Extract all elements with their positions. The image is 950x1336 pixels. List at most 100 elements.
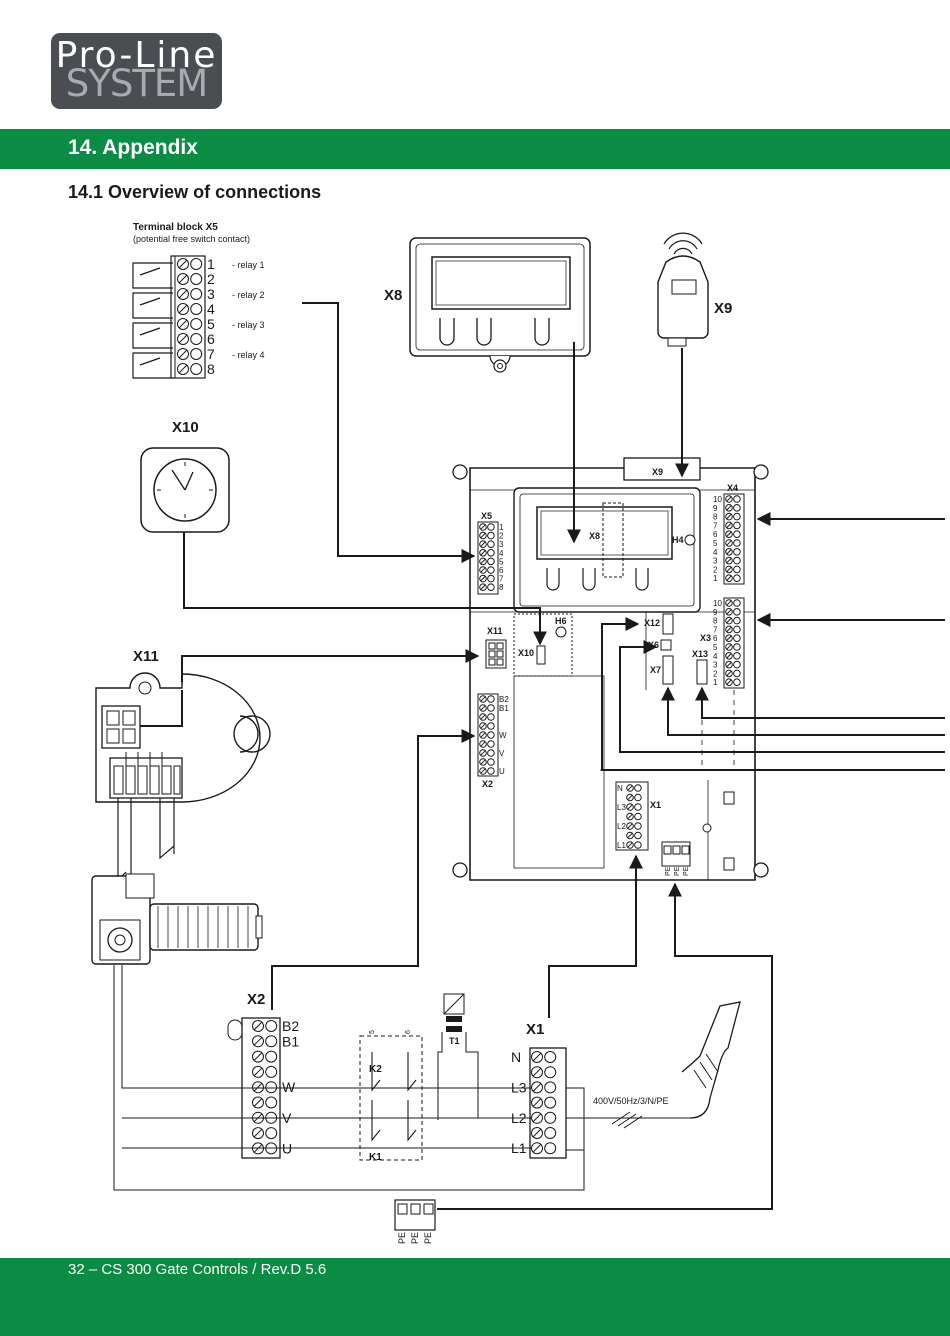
board-x11-label: X11 [487,626,503,636]
x5-terminal-number: 2 [207,271,215,287]
relay-2-label: - relay 2 [232,290,265,300]
x2-terminal-label: B1 [282,1033,299,1049]
x1-terminal-label: L3 [511,1079,527,1095]
relay-3-label: - relay 3 [232,320,265,330]
x2-terminal-socket [265,1081,278,1094]
terminal-block-title: Terminal block X5 [133,222,218,233]
board-x5-number: 1 [499,523,504,532]
board-x2-terminal-socket [487,704,495,712]
x5-terminal-socket [190,318,203,330]
board-x5-terminal-socket [487,540,495,549]
board-x2-terminal-socket [487,713,495,721]
x2-terminal-socket [265,1096,278,1109]
board-x2-terminal-socket [487,767,495,775]
x2-terminal-socket [265,1035,278,1048]
board-x2-terminal-socket [487,740,495,748]
x10-timer-clock: X10 [140,419,230,533]
board-x4-number: 7 [713,521,718,530]
x9-radio-remote: X9 [657,232,732,347]
board-x5-terminal-socket [487,523,495,531]
board-x1-label-item: N [617,784,623,793]
board-x3-number: 5 [713,643,718,652]
x1-label: X1 [526,1021,544,1038]
terminal-block-x5: Terminal block X5 (potential free switch… [132,222,265,379]
board-x3-terminal-socket [733,625,741,634]
x2-terminal-socket [265,1127,278,1140]
board-x4-number: 3 [713,557,718,566]
x2-terminal-socket [265,1050,278,1063]
board-x8-label: X8 [589,531,600,541]
board-x4-number: 10 [713,495,722,504]
contactors-k1-k2: 5 6 K2 K1 T1 [359,993,479,1163]
board-x10-label: X10 [518,648,534,658]
board-x4-terminal-socket [733,504,741,512]
board-x4-terminal-socket [733,521,741,530]
board-x4-number: 5 [713,539,718,548]
pe-bottom-label: PE [397,1232,407,1244]
board-x2-terminal-socket [487,695,495,703]
board-x5-terminal-socket [487,566,495,574]
board-x4-label: X4 [727,483,738,493]
board-x2-terminal-socket [487,749,495,757]
board-x5-number: 2 [499,532,504,541]
x5-terminal-socket [190,348,203,360]
board-x4-number: 9 [713,504,718,513]
section-title: 14. Appendix [68,136,198,159]
board-pe-label: PE [683,866,690,876]
board-x1-terminal-socket [634,841,642,849]
x5-terminal-socket [190,333,203,345]
board-x5-label: X5 [481,511,492,521]
board-x13-label: X13 [692,649,708,659]
board-x4-terminal-socket [733,574,741,583]
contactor-num-5: 5 [369,1030,376,1034]
board-x3-number: 10 [713,599,722,608]
board-x5-terminal-socket [487,557,495,566]
board-x1-label: X1 [650,800,661,810]
board-x3-terminal-socket [733,678,741,687]
board-h4-label: H4 [672,535,684,545]
x2-terminal-socket [265,1020,278,1032]
board-x5-terminal-socket [487,549,495,557]
board-x2-terminal-socket [487,758,495,766]
x11-limit-switch: X11 [95,648,271,890]
board-x3-number: 3 [713,661,718,670]
board-x4-terminal-socket [733,495,741,503]
x5-terminal-number: 7 [207,346,215,362]
board-x2-terminal-socket [487,722,495,730]
board-x3-terminal-socket [733,634,741,643]
board-x1-terminal-socket [634,831,642,840]
board-x4-terminal-socket [733,539,741,547]
board-x3-terminal-socket [733,660,741,669]
board-x5-terminal-socket [487,583,495,592]
contactor-num-6: 6 [405,1030,412,1034]
relay-1-label: - relay 1 [232,260,265,270]
pro-line-system-logo: SYSTEM Pro-Line [51,33,222,109]
x5-terminal-number: 5 [207,316,215,332]
board-x4-terminal-socket [733,565,741,574]
power-spec-label: 400V/50Hz/3/N/PE [593,1096,669,1106]
subsection-title: 14.1 Overview of connections [68,182,322,202]
relay-4-label: - relay 4 [232,350,265,360]
board-x5-number: 3 [499,540,504,549]
terminal-block-subtitle: (potential free switch contact) [133,234,250,244]
x1-terminal-socket [544,1081,557,1094]
board-x5-number: 8 [499,583,504,592]
x2-label: X2 [247,991,265,1008]
board-x3-terminal-socket [733,652,741,660]
board-x3-number: 9 [713,608,718,617]
board-x1-terminal-socket [634,812,642,821]
footer-text: 32 – CS 300 Gate Controls / Rev.D 5.6 [68,1261,327,1278]
board-x12-label: X12 [644,618,660,628]
board-x3-terminal-socket [733,643,741,651]
board-x2-label-item: V [499,749,505,758]
board-x4-number: 8 [713,513,718,522]
x10-label: X10 [172,419,199,436]
board-x4-terminal-socket [733,548,741,556]
board-x9-label: X9 [652,467,663,477]
k1-label: K1 [369,1152,382,1163]
board-x1-terminal-socket [634,793,642,802]
board-x5-number: 5 [499,557,504,566]
board-x3-number: 7 [713,625,718,634]
